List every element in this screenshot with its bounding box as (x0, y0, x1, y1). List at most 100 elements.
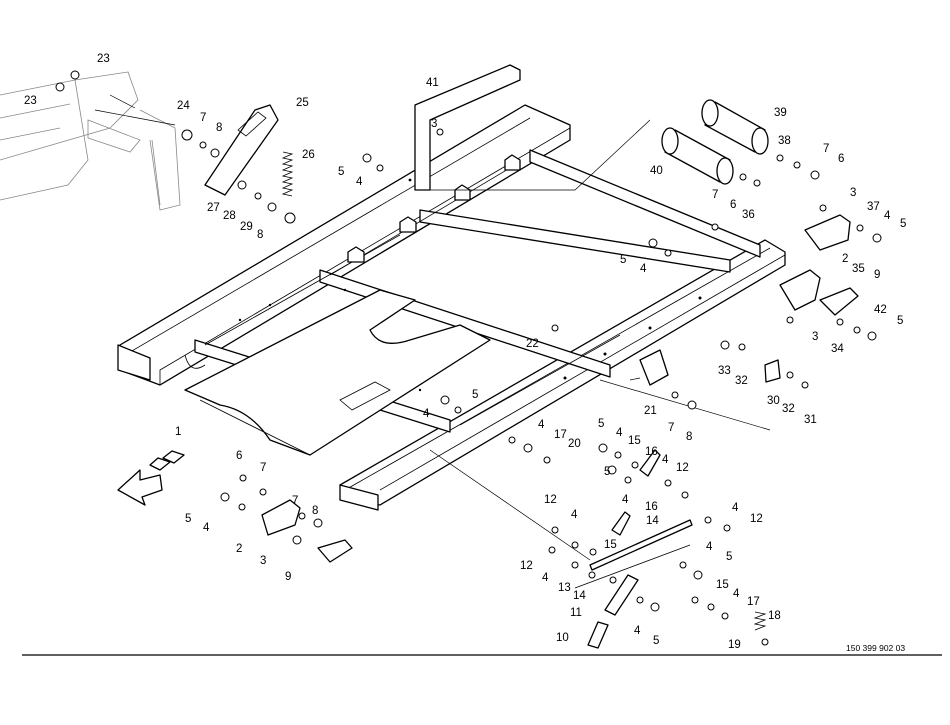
callout-label: 4 (616, 427, 623, 439)
callout-label: 6 (730, 199, 736, 211)
callout-label: 23 (97, 53, 110, 65)
callout-label: 34 (831, 343, 844, 355)
drawing-number: 150 399 902 03 (846, 643, 905, 653)
bracket-9-left (317, 539, 353, 563)
callout-label: 4 (706, 541, 713, 553)
callout-label: 7 (712, 189, 718, 201)
callout-label: 5 (604, 466, 610, 478)
callout-label: 13 (558, 582, 571, 594)
callout-label: 6 (236, 450, 242, 462)
callout-label: 18 (768, 610, 781, 622)
callout-label: 36 (742, 209, 755, 221)
callout-label: 4 (538, 419, 545, 431)
callout-label: 8 (312, 505, 318, 517)
bracket-41 (408, 64, 521, 191)
callout-label: 5 (472, 389, 478, 401)
callout-label: 39 (774, 107, 787, 119)
callout-label: 11 (570, 607, 582, 619)
plate-21 (639, 349, 669, 386)
callout-label: 3 (812, 331, 818, 343)
roller-39 (701, 99, 769, 155)
callout-label: 40 (650, 165, 663, 177)
callout-label: 12 (676, 462, 689, 474)
callout-label: 14 (573, 590, 586, 602)
callout-label: 4 (203, 522, 210, 534)
lever-11 (604, 574, 639, 616)
callout-label: 17 (554, 429, 567, 441)
callout-label: 4 (732, 502, 739, 514)
callout-label: 27 (207, 202, 220, 214)
direction-of-travel-arrow-icon (117, 450, 185, 506)
link-16-upper (639, 449, 661, 477)
bracket-30 (764, 359, 781, 383)
callout-label: 4 (571, 509, 578, 521)
callout-label: 42 (874, 304, 887, 316)
callout-label: 12 (750, 513, 763, 525)
reference-lines (420, 119, 771, 561)
callout-label: 21 (644, 405, 657, 417)
spring-26 (281, 151, 294, 197)
callout-label: 9 (285, 571, 291, 583)
callout-label: 9 (874, 269, 880, 281)
callout-label: 37 (867, 201, 880, 213)
callout-label: 22 (526, 338, 539, 350)
callout-label: 5 (620, 254, 626, 266)
callout-label: 4 (884, 210, 891, 222)
callout-label: 3 (260, 555, 266, 567)
callout-label: 4 (733, 588, 740, 600)
bracket-2-right (779, 269, 821, 311)
callout-label: 20 (568, 438, 581, 450)
callout-label: 15 (716, 579, 729, 591)
pedal-10 (587, 621, 609, 649)
callout-label: 2 (842, 253, 848, 265)
roller-40 (661, 127, 734, 185)
linkage-rod-13 (574, 519, 693, 589)
callout-label: 17 (747, 596, 760, 608)
callout-label: 32 (735, 375, 748, 387)
tractor-hitch-outline (0, 71, 181, 211)
lever-25 (204, 104, 279, 196)
callout-label: 19 (728, 639, 741, 651)
callout-label: 4 (542, 572, 549, 584)
callout-label: 5 (598, 418, 604, 430)
callout-label: 30 (767, 395, 780, 407)
callout-label: 31 (804, 414, 817, 426)
callout-label: 5 (900, 218, 906, 230)
callout-label: 26 (302, 149, 315, 161)
callout-label: 7 (668, 422, 674, 434)
callout-label: 6 (838, 153, 844, 165)
callout-label: 16 (645, 446, 658, 458)
callout-label: 4 (662, 454, 669, 466)
callout-label: 7 (292, 495, 298, 507)
left-frame-beam (117, 104, 571, 386)
bracket-9-right (819, 287, 859, 316)
callout-label: 7 (260, 462, 266, 474)
callout-label: 5 (338, 166, 344, 178)
callout-label: 23 (24, 95, 37, 107)
right-frame-beam (339, 239, 786, 511)
callout-label: 3 (850, 187, 856, 199)
callout-label: 5 (185, 513, 191, 525)
callout-label: 15 (628, 435, 641, 447)
callout-label: 4 (640, 263, 647, 275)
seat-plate (184, 288, 491, 456)
callout-label: 5 (897, 315, 903, 327)
callout-label: 15 (604, 539, 617, 551)
callout-label: 5 (726, 551, 732, 563)
callout-label: 10 (556, 632, 569, 644)
callout-label: 2 (236, 543, 242, 555)
callout-label: 25 (296, 97, 309, 109)
callout-label: 16 (645, 501, 658, 513)
callout-label: 4 (423, 408, 430, 420)
callout-label: 33 (718, 365, 731, 377)
callout-label: 12 (520, 560, 533, 572)
callout-label: 8 (686, 431, 692, 443)
callout-label: 4 (622, 494, 629, 506)
callout-label: 32 (782, 403, 795, 415)
fasteners (55, 70, 882, 646)
callout-label: 3 (431, 118, 437, 130)
callout-label: 24 (177, 100, 190, 112)
callout-label: 8 (216, 122, 222, 134)
